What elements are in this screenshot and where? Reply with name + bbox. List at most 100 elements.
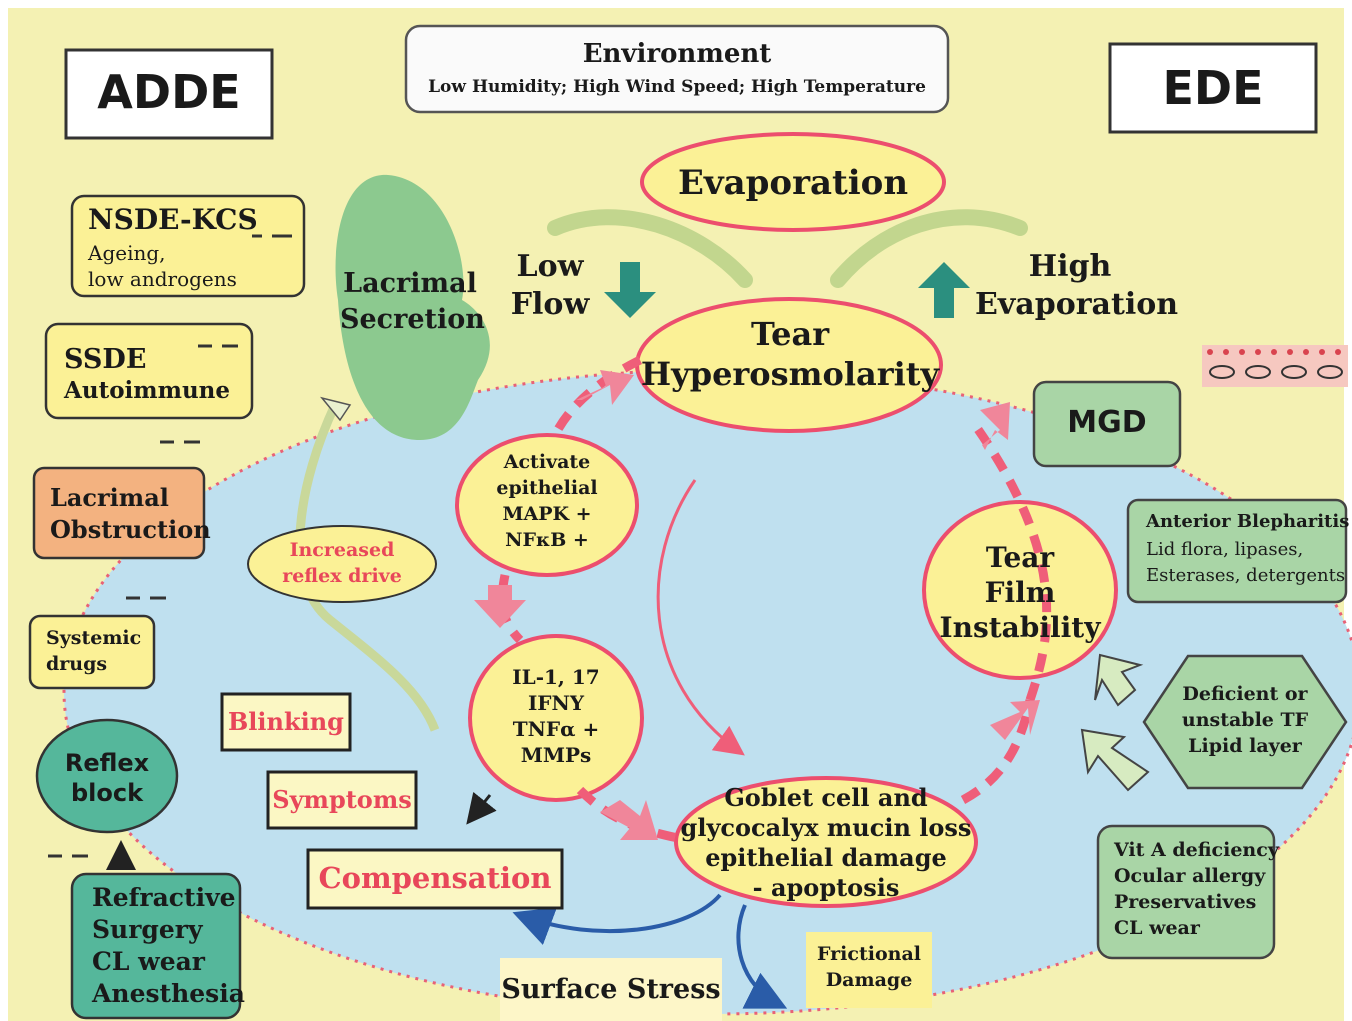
- environment-title: Environment: [582, 39, 772, 69]
- mgd-box-shape: [1032, 380, 1182, 468]
- inner-red-arc: [656, 479, 745, 756]
- systemic-drugs-box-shape: [28, 614, 156, 690]
- deficient-line1: Deficient or: [1182, 683, 1308, 705]
- ede-label: EDE: [1162, 61, 1264, 115]
- low-flow-line1: Low: [516, 249, 584, 284]
- lacrimal-obstruction-line1: Lacrimal: [50, 483, 169, 512]
- cycle-left-top: [550, 355, 643, 438]
- blinking-box-shape: [220, 692, 352, 752]
- symptoms-label: Symptoms: [272, 785, 412, 814]
- small-black-arrow: [466, 791, 497, 825]
- vit-a-line1: Vit A deficiency: [1114, 839, 1279, 861]
- cycle-right-low: [960, 699, 1035, 804]
- blepharitis-box-shape: [1126, 498, 1348, 604]
- tear-film-line2: Film: [984, 576, 1056, 609]
- activate-line4: NFκB +: [505, 529, 589, 551]
- compensation-box-shape: [306, 848, 564, 910]
- nsde-line1: Ageing,: [88, 241, 166, 265]
- increased-reflex-shape: [247, 525, 437, 603]
- high-evap-line1: High: [1028, 249, 1112, 284]
- evaporation-label: Evaporation: [677, 163, 909, 203]
- environment-subtitle: Low Humidity; High Wind Speed; High Temp…: [428, 77, 926, 97]
- frictional-box-shape: [806, 932, 932, 1008]
- high-evap-line2: Evaporation: [975, 287, 1179, 322]
- systemic-drugs-line2: drugs: [46, 653, 108, 675]
- nsde-line2: low androgens: [88, 267, 237, 291]
- blinking-label: Blinking: [228, 707, 344, 736]
- surface-stress-box-shape: [500, 958, 722, 1021]
- lacrimal-gland-shape: [335, 174, 490, 440]
- cytokine-shape: [468, 634, 644, 802]
- goblet-line2: glycocalyx mucin loss: [680, 813, 972, 842]
- blepharitis-line3: Esterases, detergents: [1146, 565, 1346, 586]
- cytokines-line2: IFNY: [527, 691, 585, 715]
- deficient-line2: unstable TF: [1181, 709, 1309, 731]
- blue-curve-left: [512, 893, 722, 945]
- blepharitis-line2: Lid flora, lipases,: [1146, 539, 1304, 560]
- tear-film-line3: Instability: [939, 611, 1101, 644]
- increased-reflex-line1: Increased: [289, 539, 395, 561]
- nsde-box-shape: [70, 194, 306, 298]
- systemic-drugs-line1: Systemic: [46, 627, 142, 649]
- lacrimal-obstruction-box-shape: [32, 466, 206, 560]
- lipid-arrow-top: [1094, 653, 1144, 707]
- ssde-line1: SSDE: [64, 344, 147, 375]
- reflex-curve: [295, 403, 440, 732]
- goblet-line3: epithelial damage: [705, 843, 947, 872]
- vit-a-line3: Preservatives: [1114, 891, 1257, 913]
- nsde-title: NSDE-KCS: [88, 203, 258, 236]
- lacrimal-obstruction-line2: Obstruction: [50, 515, 211, 544]
- activate-line2: epithelial: [496, 477, 598, 499]
- dash-markers: [48, 234, 292, 858]
- red-arrow-3: [600, 800, 658, 840]
- compensation-label: Compensation: [318, 861, 552, 895]
- low-flow-arrow: [604, 262, 656, 318]
- tear-hyper-line2: Hyperosmolarity: [640, 355, 940, 393]
- cycle-left-low: [576, 786, 679, 843]
- vit-a-line4: CL wear: [1114, 917, 1200, 939]
- refractive-line2: Surgery: [92, 915, 203, 944]
- red-arrow-5: [980, 402, 1010, 450]
- refractive-box-shape: [70, 872, 242, 1020]
- tear-film-line1: Tear: [985, 541, 1055, 574]
- evap-curve-right: [830, 209, 1028, 288]
- adde-label: ADDE: [97, 65, 241, 119]
- goblet-line1: Goblet cell and: [724, 783, 928, 812]
- refractive-line3: CL wear: [92, 947, 205, 976]
- symptoms-box-shape: [266, 770, 418, 830]
- ssde-line2: Autoimmune: [64, 377, 231, 404]
- increased-reflex-line2: reflex drive: [282, 565, 402, 587]
- lacrimal-secretion-line2: Secretion: [340, 304, 485, 335]
- vit-a-box-shape: [1096, 824, 1276, 960]
- reflex-block-line2: block: [70, 779, 144, 807]
- high-evap-arrow: [918, 262, 970, 318]
- reflex-block-line1: Reflex: [64, 749, 150, 777]
- lipid-arrow-bottom: [1080, 728, 1150, 792]
- meibomian-icon-glands: [1209, 365, 1343, 379]
- vit-a-line2: Ocular allergy: [1114, 865, 1266, 887]
- meibomian-icon-drops: [1207, 349, 1341, 355]
- cytokines-line4: MMPs: [520, 743, 592, 767]
- lacrimal-secretion-line1: Lacrimal: [343, 268, 477, 299]
- activate-line1: Activate: [503, 451, 591, 473]
- ede-box-shape: [1108, 42, 1318, 134]
- activate-line3: MAPK +: [502, 503, 592, 525]
- tear-hyper-line1: Tear: [750, 315, 830, 353]
- red-arrow-2: [474, 585, 526, 628]
- tear-film-shape: [922, 500, 1118, 680]
- blepharitis-line1: Anterior Blepharitis: [1146, 511, 1350, 532]
- surface-stress-label: Surface Stress: [501, 974, 721, 1005]
- goblet-line4: - apoptosis: [752, 873, 900, 902]
- evap-curve-left: [547, 209, 753, 288]
- red-arrow-4: [990, 700, 1040, 740]
- environment-box-shape: [404, 24, 950, 114]
- frictional-line2: Damage: [825, 969, 913, 991]
- adde-box-shape: [64, 48, 274, 140]
- deficient-line3: Lipid layer: [1188, 735, 1302, 757]
- low-flow-line2: Flow: [510, 287, 590, 322]
- mgd-label: MGD: [1067, 405, 1147, 440]
- red-arrow-1: [576, 370, 634, 405]
- refractive-line1: Refractive: [92, 883, 236, 912]
